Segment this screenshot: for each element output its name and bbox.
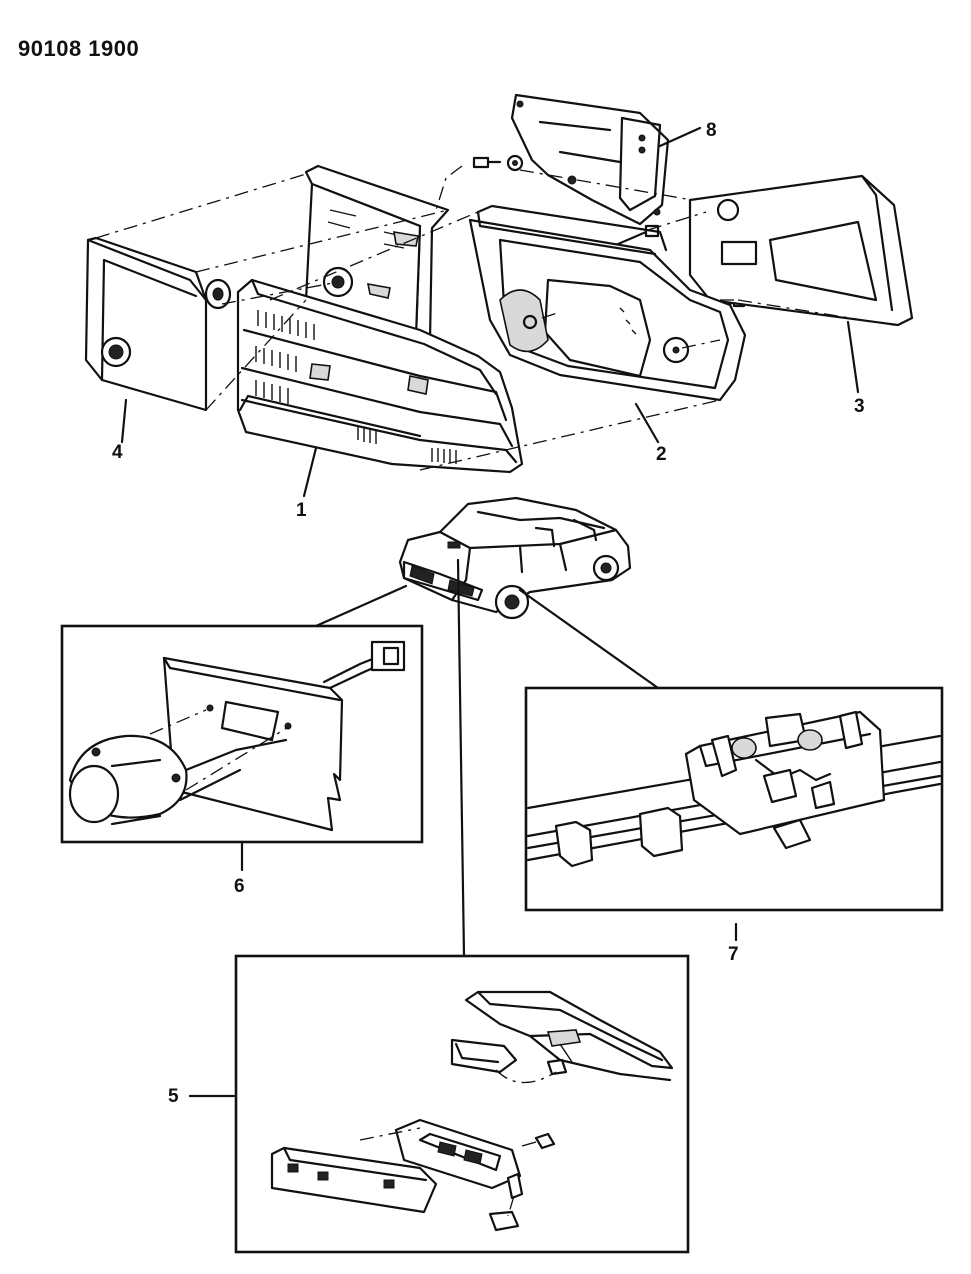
leader-1 [302, 446, 318, 498]
callout-8: 8 [706, 120, 717, 141]
part-2-lamp-housing [468, 204, 747, 402]
diagram-number: 90108 1900 [18, 36, 139, 61]
tail-lamp-exploded-view [84, 93, 914, 498]
detail-box-7 [524, 686, 944, 942]
leader-8 [658, 126, 702, 148]
callout-7: 7 [728, 944, 739, 965]
detail-connector-lines [314, 558, 660, 958]
detail-box-6 [60, 624, 424, 872]
part-3-tail-panel [688, 174, 914, 327]
part-4-end-cap [84, 236, 208, 412]
callout-1: 1 [296, 500, 307, 521]
callout-2: 2 [656, 444, 667, 465]
detail-box-5 [188, 954, 690, 1254]
car-illustration [398, 496, 632, 620]
callout-3: 3 [854, 396, 865, 417]
part-8-bracket [510, 93, 670, 226]
leader-4 [120, 398, 128, 444]
leader-3 [846, 320, 860, 394]
callout-4: 4 [112, 442, 123, 463]
callout-6: 6 [234, 876, 245, 897]
grommet [204, 278, 232, 310]
leader-2 [634, 402, 660, 444]
callout-5: 5 [168, 1086, 179, 1107]
part-1-tail-lamp-lens [236, 278, 524, 474]
assembly-lines [95, 165, 901, 471]
